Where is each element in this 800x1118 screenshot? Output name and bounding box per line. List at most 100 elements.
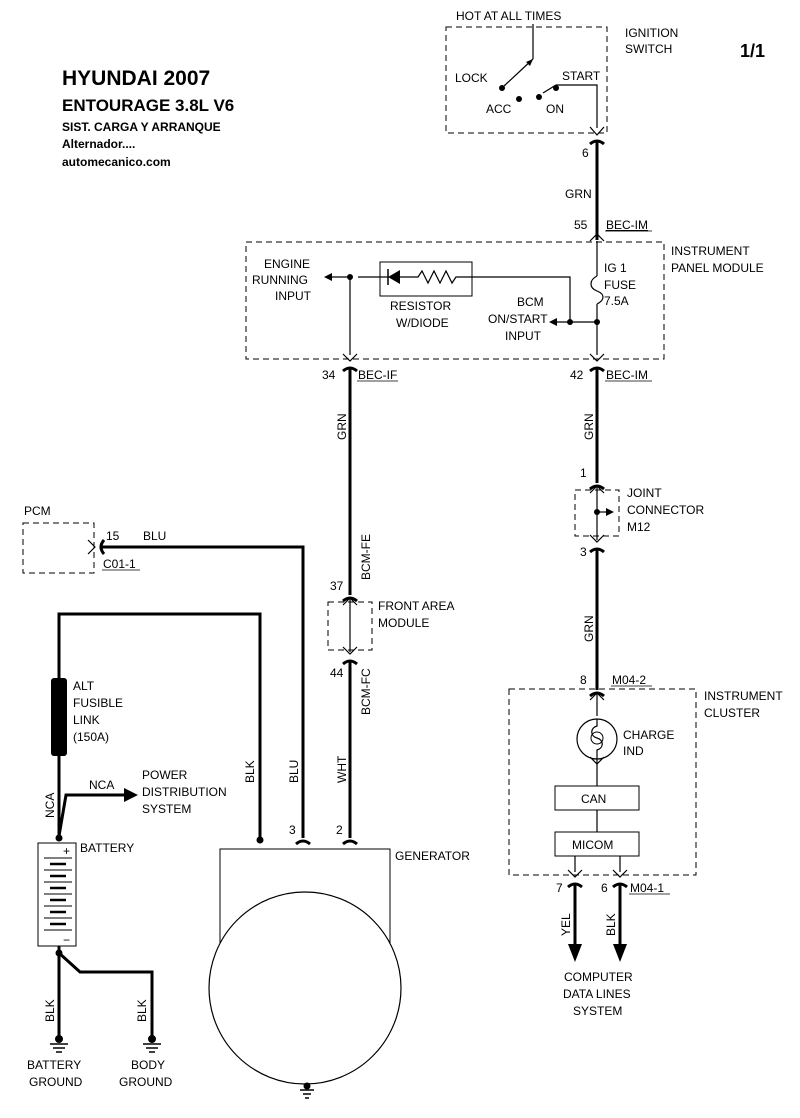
fam-bottom-connector [342, 646, 358, 655]
joint-label-3: M12 [627, 520, 651, 534]
power-dist-label-3: SYSTEM [142, 802, 191, 816]
wire-label-wht: WHT [335, 755, 349, 783]
fusible-label-2: FUSIBLE [73, 696, 123, 710]
cluster-out-conn: M04-1 [630, 881, 664, 895]
bcm-label-3: INPUT [505, 329, 542, 343]
data-line-arrow-yel-icon [568, 944, 582, 962]
computer-label-2: DATA LINES [563, 987, 631, 1001]
wire-label-bcm-fc: BCM-FC [359, 668, 373, 715]
fam-label-1: FRONT AREA [378, 599, 454, 613]
wire-label-nca-vert: NCA [43, 793, 57, 818]
fuse-label-2: FUSE [604, 278, 636, 292]
battery-icon [37, 842, 77, 947]
pcm-label: PCM [24, 504, 51, 518]
pos-on: ON [546, 102, 564, 116]
diode-icon [387, 269, 400, 285]
computer-label-3: SYSTEM [573, 1004, 622, 1018]
ipm-out-right-pin: 42 [570, 368, 584, 382]
joint-label-1: JOINT [627, 486, 662, 500]
fam-pin-top: 37 [330, 579, 344, 593]
resistor-label-1: RESISTOR [390, 299, 451, 313]
ignition-switch-label-1: IGNITION [625, 26, 678, 40]
ipm-in-conn: BEC-IM [606, 218, 648, 232]
fam-pin-bottom: 44 [330, 666, 344, 680]
ipm-in-pin: 55 [574, 218, 588, 232]
battery-ground-icon [50, 1035, 68, 1053]
wire-label-blk-body: BLK [135, 999, 149, 1022]
battery-label: BATTERY [80, 841, 134, 855]
wire-label-blk-cluster: BLK [604, 913, 618, 936]
joint-bottom-connector [589, 534, 605, 543]
cluster-out-pin-6: 6 [601, 881, 608, 895]
charge-indicator-lamp-icon [576, 718, 618, 760]
pcm-pin: 15 [106, 529, 120, 543]
fuse-label-1: IG 1 [604, 261, 627, 275]
title-model: ENTOURAGE 3.8L V6 [62, 96, 234, 115]
ipm-out-right-conn: BEC-IM [606, 368, 648, 382]
cluster-out-pin-7: 7 [556, 881, 563, 895]
fusible-label-4: (150A) [73, 730, 109, 744]
wire-label-blu-vert: BLU [287, 760, 301, 783]
micom-block [554, 831, 640, 857]
title-make-year: HYUNDAI 2007 [62, 67, 210, 90]
gen-pin-3: 3 [289, 823, 296, 837]
wire-label-yel: YEL [559, 913, 573, 936]
cluster-in-pin: 8 [580, 673, 587, 687]
battery-ground-label-1: BATTERY [27, 1058, 81, 1072]
subtitle-system: SIST. CARGA Y ARRANQUE [62, 120, 221, 134]
section-label: Alternador.... [62, 137, 135, 151]
pcm-connector [87, 539, 96, 555]
pcm-box [22, 522, 95, 574]
engine-running-arrow-icon [324, 273, 332, 281]
data-line-arrow-blk-icon [613, 944, 627, 962]
ignition-switch-label-2: SWITCH [625, 42, 672, 56]
power-dist-label-1: POWER [142, 768, 188, 782]
joint-arrow-icon [606, 508, 614, 516]
fusible-label-1: ALT [73, 679, 95, 693]
resistor-label-2: W/DIODE [396, 316, 449, 330]
ipm-label-2: PANEL MODULE [671, 261, 764, 275]
fusible-link [51, 678, 67, 756]
website-label: automecanico.com [62, 155, 171, 169]
gen-pin3-connector [295, 839, 311, 846]
wire-label-bcm-fe: BCM-FE [359, 534, 373, 580]
wire-label-grn-ign: GRN [565, 187, 592, 201]
wire-nca-power [57, 793, 124, 837]
generator-label: GENERATOR [395, 849, 470, 863]
battery-plus: + [63, 844, 70, 858]
gen-pin2-connector [342, 839, 358, 846]
generator-housing [219, 848, 391, 1000]
pos-lock: LOCK [455, 71, 488, 85]
bcm-label-2: ON/START [488, 312, 548, 326]
bcm-input-arrow-icon [549, 318, 557, 326]
power-arrow-icon [124, 788, 138, 802]
ipm-in-connector [589, 233, 605, 242]
hot-at-all-times-label: HOT AT ALL TIMES [456, 9, 561, 23]
fuse-icon [590, 275, 604, 305]
computer-label-1: COMPUTER [564, 970, 633, 984]
body-ground-label-2: GROUND [119, 1075, 173, 1089]
ipm-label-1: INSTRUMENT [671, 244, 750, 258]
can-label: CAN [581, 792, 606, 806]
page-number: 1/1 [740, 41, 765, 61]
battery-minus: − [63, 933, 70, 947]
pos-acc: ACC [486, 102, 512, 116]
cluster-label-2: CLUSTER [704, 706, 760, 720]
cluster-out-left-connector [567, 869, 583, 878]
cluster-out-right-connector [612, 869, 628, 878]
wire-label-grn-left: GRN [335, 413, 349, 440]
fam-label-2: MODULE [378, 616, 429, 630]
wire-label-nca-horiz: NCA [89, 778, 114, 792]
wire-label-blk-gen: BLK [243, 760, 257, 783]
switch-contacts [499, 58, 598, 128]
ipm-out-right-connector [589, 353, 605, 362]
body-ground-label-1: BODY [131, 1058, 165, 1072]
battery-cells [44, 857, 72, 931]
wire-blk-gen [57, 612, 262, 840]
ignition-pin: 6 [582, 146, 589, 160]
ipm-out-left-connector [342, 353, 358, 362]
micom-label: MICOM [572, 838, 613, 852]
wire-blu [101, 545, 305, 838]
generator-ground-icon [300, 1082, 314, 1099]
